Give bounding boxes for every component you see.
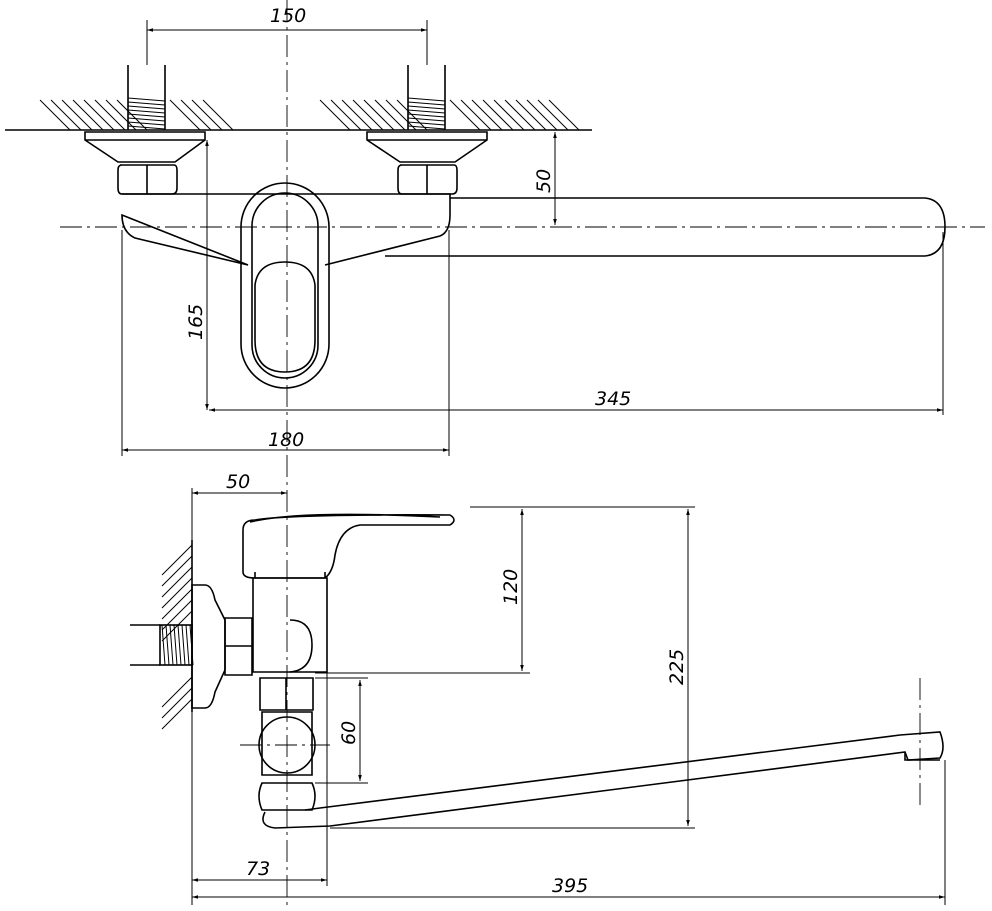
dim-180: 180 [121,230,450,456]
nut-left [117,164,178,195]
dim-165: 165 [185,140,209,410]
dim-395: 395 [192,875,945,899]
handle-inner [251,192,319,379]
wall-hatching-top [39,99,580,131]
mixer-body [121,193,451,266]
dim-150: 150 [146,5,428,65]
dim-label-73: 73 [246,858,270,880]
dim-label-345: 345 [595,388,631,410]
dim-label-165: 165 [185,304,207,340]
dim-label-50-top: 50 [533,169,555,193]
dim-345: 345 [209,232,944,415]
side-view: 50 120 225 60 73 395 [130,471,946,905]
side-nut [224,617,253,676]
dim-label-225: 225 [666,649,688,685]
side-inlet-pipe [130,624,194,666]
nut-right [397,164,458,195]
top-view: 150 50 165 345 180 [5,0,985,905]
handle-outer [240,182,330,389]
aerator [904,752,940,761]
dim-label-50-side: 50 [226,471,250,493]
side-handle [242,513,455,579]
inlet-pipe-right [407,65,446,130]
escutcheon-right [366,131,488,163]
side-ball-housing [261,711,313,776]
dim-73: 73 [191,672,946,905]
side-cartridge [289,619,313,673]
side-spout [262,731,944,829]
side-escutcheon [191,584,226,709]
dim-60: 60 [315,677,368,784]
dim-50-top: 50 [450,129,565,225]
handle-lever [254,261,316,373]
dim-label-150: 150 [270,5,306,27]
dim-label-120: 120 [500,569,522,605]
dim-50-side: 50 [191,471,287,540]
dim-225: 225 [330,509,695,829]
side-ring [258,782,316,811]
side-body [252,577,328,673]
dim-label-180: 180 [268,429,304,451]
dim-label-60: 60 [338,721,360,745]
dim-label-395: 395 [552,875,588,897]
inlet-pipe-left [127,65,166,130]
dim-120: 120 [315,506,695,674]
spout [385,197,946,257]
side-lower-nut [259,677,314,711]
escutcheon-left [84,131,206,163]
